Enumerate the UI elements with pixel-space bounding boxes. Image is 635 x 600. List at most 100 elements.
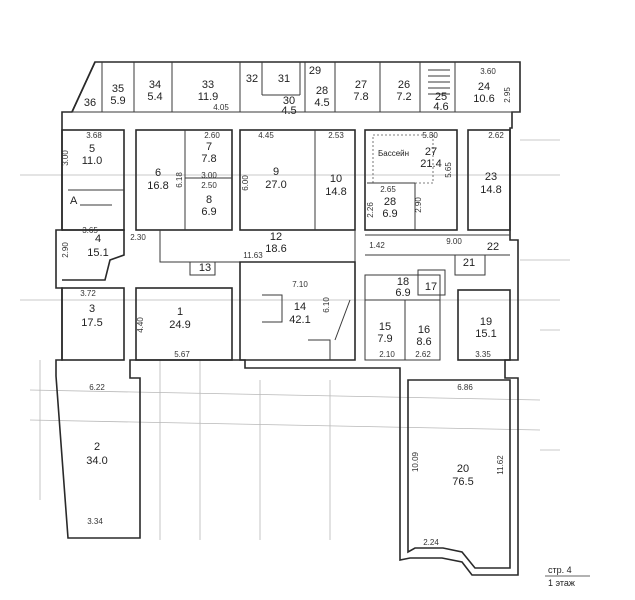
dimension: 3.34 <box>87 517 103 526</box>
room-number: 18 <box>397 276 409 288</box>
room-area: 42.1 <box>289 314 310 326</box>
room-number: 3 <box>89 303 95 315</box>
room-area: 24.9 <box>169 319 190 331</box>
page-number: стр. 4 <box>548 565 572 575</box>
outer-walls <box>55 61 521 576</box>
dimension-labels: 3.68 3.00 2.60 4.45 2.53 5.30 2.62 4.05 … <box>61 67 512 547</box>
dimension: 2.10 <box>379 350 395 359</box>
room-area: 18.6 <box>265 243 286 255</box>
room-area: 4.6 <box>433 101 448 113</box>
room-number: 8 <box>206 194 212 206</box>
room-area: 7.9 <box>377 333 392 345</box>
room-labels: 1 24.9 2 34.0 3 17.5 4 15.1 5 11.0 6 16.… <box>81 65 501 488</box>
dimension: 6.18 <box>175 172 184 188</box>
room-number: 28 <box>384 196 396 208</box>
room-number: 9 <box>273 166 279 178</box>
dimension: 4.40 <box>136 317 145 333</box>
room-number: 31 <box>278 73 290 85</box>
room-area: 11.9 <box>198 91 219 103</box>
dimension: 9.00 <box>446 237 462 246</box>
room-number: 12 <box>270 231 282 243</box>
dimension: 2.90 <box>61 242 70 258</box>
room-area: 15.1 <box>87 247 108 259</box>
room-area: 5.4 <box>147 91 162 103</box>
room-area: 6.9 <box>395 287 410 299</box>
entry-marker: A <box>70 195 78 207</box>
dimension: 4.05 <box>213 103 229 112</box>
dimension: 6.00 <box>241 175 250 191</box>
dimension: 2.62 <box>488 131 504 140</box>
room-number: 36 <box>84 97 96 109</box>
room-area: 4.5 <box>281 105 296 117</box>
room-number: 5 <box>89 143 95 155</box>
room-number: 2 <box>94 441 100 453</box>
room-area: 6.9 <box>201 206 216 218</box>
room-number: 25 <box>435 91 447 103</box>
dimension: 2.65 <box>380 185 396 194</box>
room-area: 4.5 <box>314 97 329 109</box>
pool-label: Бассейн <box>378 149 409 158</box>
room-area: 8.6 <box>416 336 431 348</box>
dimension: 3.00 <box>61 150 70 166</box>
room-number: 35 <box>112 83 124 95</box>
room-number: 14 <box>294 301 306 313</box>
dimension: 2.60 <box>204 131 220 140</box>
dimension: 5.30 <box>422 131 438 140</box>
room-number: 4 <box>95 233 101 245</box>
room-number: 34 <box>149 79 161 91</box>
ghost-lines <box>20 139 570 540</box>
svg-text:A: A <box>70 195 78 207</box>
room-number: 1 <box>177 306 183 318</box>
room-number: 26 <box>398 79 410 91</box>
dimension: 2.26 <box>366 202 375 218</box>
room-number: 28 <box>316 85 328 97</box>
dimension: 2.62 <box>415 350 431 359</box>
dimension: 5.65 <box>444 162 453 178</box>
room-area: 76.5 <box>452 476 473 488</box>
dimension: 11.63 <box>243 251 263 260</box>
second-row <box>61 129 511 231</box>
dimension: 3.65 <box>82 226 98 235</box>
dimension: 2.95 <box>503 87 512 103</box>
floor-label: 1 этаж <box>548 578 575 588</box>
dimension: 3.68 <box>86 131 102 140</box>
dimension: 3.00 <box>201 171 217 180</box>
room-number: 17 <box>425 281 437 293</box>
room-area: 11.0 <box>82 155 103 167</box>
dimension: 11.62 <box>496 455 505 475</box>
room-number: 32 <box>246 73 258 85</box>
room-area: 14.8 <box>325 186 346 198</box>
room-number: 15 <box>379 321 391 333</box>
room-number: 21 <box>463 257 475 269</box>
room-number: 10 <box>330 173 342 185</box>
dimension: 6.10 <box>322 297 331 313</box>
lower-rooms <box>61 261 511 361</box>
room-number: 33 <box>202 79 214 91</box>
dimension: 10.09 <box>411 451 420 472</box>
page-footer: стр. 4 1 этаж <box>545 565 590 588</box>
room-number: 30 <box>283 95 295 107</box>
dimension: 2.53 <box>328 131 344 140</box>
room-number: 19 <box>480 316 492 328</box>
room-area: 16.8 <box>147 180 168 192</box>
room-number: 27 <box>425 146 437 158</box>
room-number: 6 <box>155 167 161 179</box>
dimension: 4.45 <box>258 131 274 140</box>
room-area: 10.6 <box>473 93 494 105</box>
room-20-outline <box>407 379 511 569</box>
room-number: 7 <box>206 141 212 153</box>
room-number: 20 <box>457 463 469 475</box>
room-number: 29 <box>309 65 321 77</box>
room-number: 16 <box>418 324 430 336</box>
dimension: 6.22 <box>89 383 105 392</box>
room-area: 15.1 <box>475 328 496 340</box>
dimension: 3.72 <box>80 289 96 298</box>
room-number: 13 <box>199 262 211 274</box>
room-area: 27.0 <box>265 179 286 191</box>
dimension: 2.30 <box>130 233 146 242</box>
room-area: 7.8 <box>353 91 368 103</box>
room-area: 14.8 <box>480 184 501 196</box>
room-area: 17.5 <box>81 317 102 329</box>
room-area: 21.4 <box>420 158 441 170</box>
